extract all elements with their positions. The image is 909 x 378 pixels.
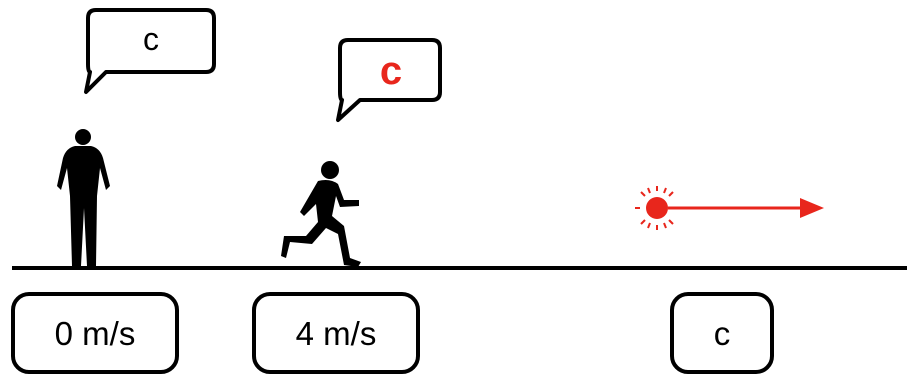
- speech-bubble-runner: c: [336, 38, 442, 122]
- speech-text-runner: c: [380, 49, 402, 93]
- standing-person-icon: [57, 129, 110, 266]
- speed-label-light: c: [670, 292, 774, 374]
- speed-text-runner: 4 m/s: [296, 315, 377, 352]
- speed-text-standing: 0 m/s: [55, 315, 136, 352]
- speech-bubble-standing: c: [84, 8, 216, 94]
- speed-text-light: c: [714, 315, 731, 352]
- running-child-icon: [281, 161, 361, 267]
- light-arrow: [668, 198, 824, 218]
- speech-text-standing: c: [143, 21, 159, 57]
- speed-label-standing: 0 m/s: [11, 292, 179, 374]
- speed-label-runner: 4 m/s: [252, 292, 420, 374]
